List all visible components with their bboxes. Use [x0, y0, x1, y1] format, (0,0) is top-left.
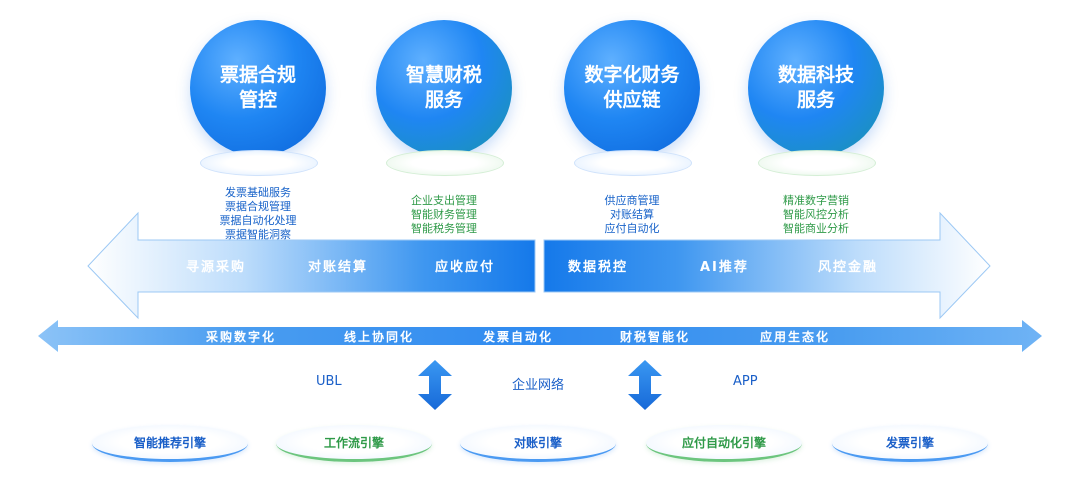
service-feature-list: 企业支出管理 智能财务管理 智能税务管理	[384, 194, 504, 236]
service-title-line2: 供应链	[603, 89, 661, 111]
feature-item: 智能税务管理	[411, 222, 477, 235]
service-pedestal	[574, 150, 692, 176]
feature-item: 企业支出管理	[411, 194, 477, 207]
left-arrow-label: 应收应付	[435, 260, 496, 275]
service-feature-list: 供应商管理 对账结算 应付自动化	[572, 194, 692, 236]
service-feature-list: 精准数字营销 智能风控分析 智能商业分析	[756, 194, 876, 236]
right-big-arrow	[543, 211, 991, 320]
stage-label: 发票自动化	[483, 330, 554, 344]
stage-label: 采购数字化	[206, 330, 277, 344]
stage-double-arrow	[38, 320, 1042, 352]
stage-label: 财税智能化	[620, 330, 691, 344]
engine-payables-automation: 应付自动化引擎	[646, 425, 802, 462]
feature-item: 精准数字营销	[783, 194, 849, 207]
service-pedestal	[758, 150, 876, 176]
stage-label: 应用生态化	[760, 330, 831, 344]
service-bubble: 数字化财务 供应链	[564, 20, 700, 156]
updown-arrow-right	[628, 360, 662, 410]
updown-arrow-left	[418, 360, 452, 410]
service-pedestal	[386, 150, 504, 176]
engine-label: 应付自动化引擎	[681, 435, 766, 450]
feature-item: 票据合规管理	[225, 200, 291, 213]
feature-item: 供应商管理	[604, 194, 660, 207]
middle-label-ubl: UBL	[316, 374, 342, 389]
feature-item: 智能财务管理	[411, 208, 477, 221]
right-arrow-label: 风控金融	[818, 260, 879, 275]
feature-item: 智能商业分析	[783, 222, 849, 235]
middle-label-app: APP	[733, 374, 758, 389]
right-arrow-label: 数据税控	[568, 260, 629, 275]
service-title-line2: 服务	[424, 89, 463, 111]
service-pedestal	[200, 150, 318, 176]
left-arrow-label: 对账结算	[308, 260, 369, 275]
engine-label: 工作流引擎	[323, 435, 384, 450]
service-feature-list: 发票基础服务 票据合规管理 票据自动化处理 票据智能洞察	[198, 186, 318, 242]
service-title-line1: 数字化财务	[584, 64, 680, 86]
left-arrow-label: 寻源采购	[186, 260, 247, 275]
service-bubble: 数据科技 服务	[748, 20, 884, 156]
feature-item: 对账结算	[610, 208, 654, 221]
feature-item: 智能风控分析	[783, 208, 849, 221]
service-title-line2: 服务	[796, 89, 835, 111]
left-big-arrow	[87, 211, 536, 320]
service-title-line1: 数据科技	[777, 64, 854, 86]
engine-invoice: 发票引擎	[832, 425, 988, 462]
engine-label: 智能推荐引擎	[133, 435, 206, 450]
service-title-line1: 智慧财税	[405, 64, 482, 86]
service-title-line1: 票据合规	[219, 64, 296, 86]
service-bubble: 智慧财税 服务	[376, 20, 512, 156]
engine-label: 发票引擎	[885, 435, 934, 450]
engine-label: 对账引擎	[513, 435, 562, 450]
feature-item: 票据智能洞察	[225, 228, 291, 241]
service-title-line2: 管控	[238, 89, 277, 111]
feature-item: 票据自动化处理	[219, 214, 297, 227]
right-arrow-label: AI推荐	[700, 260, 749, 275]
feature-item: 应付自动化	[604, 222, 660, 235]
middle-label-network: 企业网络	[512, 378, 565, 393]
engine-reconciliation: 对账引擎	[460, 425, 616, 462]
stage-label: 线上协同化	[344, 330, 415, 344]
feature-item: 发票基础服务	[225, 186, 291, 199]
engine-recommendation: 智能推荐引擎	[92, 425, 248, 462]
service-bubble: 票据合规 管控	[190, 20, 326, 156]
engine-workflow: 工作流引擎	[276, 425, 432, 462]
